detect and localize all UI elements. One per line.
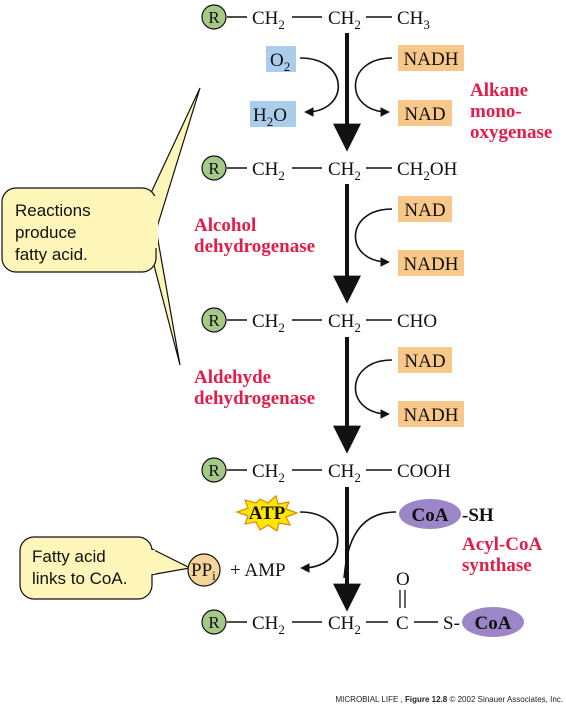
nadh-label: NADH bbox=[404, 405, 459, 426]
coa-label: CoA bbox=[475, 613, 512, 634]
cofactor-arrow bbox=[354, 359, 393, 419]
enzyme-label: Alkane bbox=[470, 80, 528, 101]
enzyme-label: mono- bbox=[470, 101, 522, 122]
callout-line: fatty acid. bbox=[15, 245, 88, 264]
enzyme-label: dehydrogenase bbox=[194, 388, 315, 409]
atp-star bbox=[235, 494, 299, 532]
nadh-box bbox=[398, 401, 464, 427]
callout-join bbox=[148, 196, 158, 248]
group: CH2 bbox=[328, 8, 361, 32]
nad-label: NAD bbox=[404, 351, 445, 372]
callout-reactions: Reactions produce fatty acid. bbox=[1, 87, 201, 366]
h2o-box bbox=[250, 101, 296, 127]
callout-pointer bbox=[149, 547, 192, 576]
callout-links: Fatty acid links to CoA. bbox=[19, 536, 192, 600]
group: CH3 bbox=[397, 8, 430, 32]
r-group-label: R bbox=[208, 461, 220, 480]
r-group-label: R bbox=[208, 159, 220, 178]
oxygen-label: O bbox=[396, 569, 410, 590]
nad-box bbox=[398, 196, 452, 222]
callout-line: Reactions bbox=[15, 201, 91, 220]
carbonyl-carbon: C bbox=[396, 613, 409, 634]
group: CH2 bbox=[328, 159, 361, 183]
cofactor-arrow bbox=[343, 511, 397, 579]
o2-label: O2 bbox=[270, 50, 290, 74]
enzyme-label: dehydrogenase bbox=[194, 236, 315, 257]
group: COOH bbox=[397, 461, 451, 482]
amp-label: + AMP bbox=[230, 560, 286, 581]
group: CH2 bbox=[252, 461, 285, 485]
r-group-circle bbox=[201, 609, 227, 635]
coa-ellipse bbox=[399, 499, 461, 529]
sulfur-label: S- bbox=[443, 613, 460, 634]
cofactor-arrow bbox=[354, 208, 393, 267]
enzyme-label: oxygenase bbox=[470, 122, 552, 143]
group: CH2 bbox=[252, 613, 285, 637]
ppi-label: PPi bbox=[191, 560, 216, 583]
r-group-label: R bbox=[208, 613, 220, 632]
enzyme-label: synthase bbox=[462, 555, 532, 576]
step-aldehyde-dehydrogenase: NAD NADH Aldehyde dehydrogenase bbox=[194, 347, 464, 427]
nadh-box bbox=[398, 45, 464, 71]
atp-label: ATP bbox=[249, 503, 286, 524]
molecule-alcohol: R CH2 CH2 CH2OH bbox=[201, 155, 458, 183]
enzyme-label: Acyl-CoA bbox=[462, 534, 542, 555]
step-alcohol-dehydrogenase: NAD NADH Alcohol dehydrogenase bbox=[194, 196, 464, 276]
sh-label: -SH bbox=[462, 505, 494, 526]
group: CH2 bbox=[328, 613, 361, 637]
group: CH2 bbox=[328, 311, 361, 335]
nad-box bbox=[398, 347, 452, 373]
group: CHO bbox=[397, 311, 437, 332]
callout-pointer bbox=[149, 87, 201, 366]
nad-box bbox=[398, 100, 452, 126]
r-group-label: R bbox=[208, 311, 220, 330]
callout-line: links to CoA. bbox=[32, 569, 127, 588]
coa-ellipse bbox=[462, 607, 524, 637]
r-group-circle bbox=[201, 4, 227, 30]
group: CH2 bbox=[328, 461, 361, 485]
step-acyl-coa-synthase: ATP CoA -SH Acyl-CoA synthase PPi + AMP bbox=[187, 494, 542, 587]
ppi-circle bbox=[187, 553, 221, 587]
group: CH2 bbox=[252, 8, 285, 32]
nadh-box bbox=[398, 250, 464, 276]
cofactor-arrow bbox=[354, 57, 393, 117]
cofactor-arrow bbox=[299, 57, 340, 117]
enzyme-label: Alcohol bbox=[194, 215, 256, 236]
r-group-label: R bbox=[208, 8, 220, 27]
enzyme-label: Aldehyde bbox=[194, 367, 271, 388]
group: CH2 bbox=[252, 159, 285, 183]
figure-credit: MICROBIAL LIFE , Figure 12.8 © 2002 Sina… bbox=[336, 695, 564, 704]
group: CH2 bbox=[252, 311, 285, 335]
nadh-label: NADH bbox=[404, 49, 459, 70]
step-alkane-monooxygenase: O2 H2O NADH NAD Alkane mono- oxygenase bbox=[250, 45, 552, 143]
nad-label: NAD bbox=[404, 200, 445, 221]
nadh-label: NADH bbox=[404, 254, 459, 275]
molecule-aldehyde: R CH2 CH2 CHO bbox=[201, 307, 437, 335]
o2-box bbox=[266, 46, 296, 72]
cofactor-arrow bbox=[299, 511, 339, 573]
molecule-alkane: R CH2 CH2 CH3 bbox=[201, 4, 430, 32]
callout-line: produce bbox=[15, 223, 76, 242]
callout-line: Fatty acid bbox=[32, 547, 106, 566]
coa-label: CoA bbox=[412, 505, 449, 526]
nad-label: NAD bbox=[404, 104, 445, 125]
molecule-acyl-coa: R CH2 CH2 C O S- CoA bbox=[201, 569, 524, 637]
r-group-circle bbox=[201, 155, 227, 181]
r-group-circle bbox=[201, 307, 227, 333]
group: CH2OH bbox=[397, 159, 458, 183]
molecule-fatty-acid: R CH2 CH2 COOH bbox=[201, 457, 451, 485]
h2o-label: H2O bbox=[253, 105, 287, 129]
r-group-circle bbox=[201, 457, 227, 483]
callout-join bbox=[145, 550, 155, 574]
